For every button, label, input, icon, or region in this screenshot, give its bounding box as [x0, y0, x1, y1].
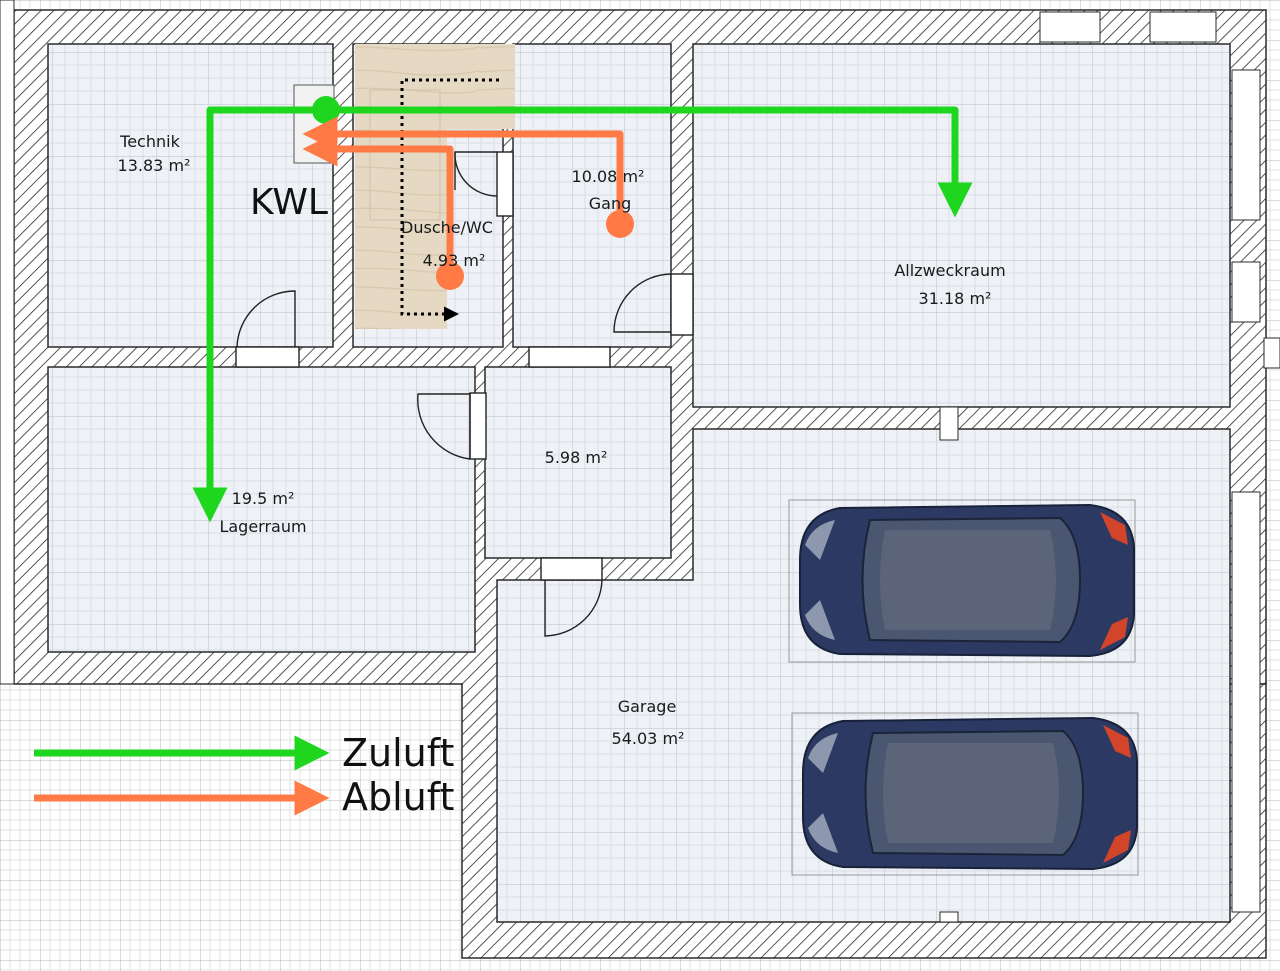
- technik-area: 13.83 m²: [118, 156, 191, 175]
- car-top-view-2: [791, 712, 1139, 876]
- lager-name: Lagerraum: [219, 517, 306, 536]
- legend: Zuluft Abluft: [34, 731, 454, 819]
- car-top-view: [788, 499, 1136, 663]
- exhaust-point-dusche: [436, 262, 464, 290]
- window-right: [1231, 69, 1261, 221]
- window-right-3: [1231, 491, 1261, 913]
- stair: [355, 44, 515, 329]
- doors: [235, 151, 694, 637]
- gang-area: 10.08 m²: [572, 167, 645, 186]
- supply-air-path: [192, 106, 973, 523]
- legend-exhaust-label: Abluft: [342, 775, 454, 819]
- wall-opening-top-2: [1149, 11, 1217, 43]
- door-technik: [235, 290, 300, 368]
- room-allzweck: [692, 43, 1231, 408]
- exhaust-point-gang: [606, 210, 634, 238]
- kwl-junction: [312, 96, 340, 124]
- garage-name: Garage: [618, 697, 677, 716]
- door-allzweck: [613, 273, 694, 336]
- allzweck-area: 31.18 m²: [919, 289, 992, 308]
- legend-supply-label: Zuluft: [342, 731, 454, 775]
- small-area: 5.98 m²: [545, 448, 608, 467]
- exhaust-air-path: [302, 116, 624, 276]
- notch-3: [1263, 337, 1280, 369]
- room-technik: [47, 43, 334, 348]
- dusche-name: Dusche/WC: [401, 218, 493, 237]
- room-labels: Technik 13.83 m² KWL Dusche/WC 4.93 m² 1…: [118, 132, 1006, 748]
- notch-2: [939, 911, 959, 923]
- left-wall-edge: [0, 0, 15, 685]
- room-lager: [47, 366, 476, 653]
- door-dusche: [454, 151, 514, 217]
- dusche-area: 4.93 m²: [423, 251, 486, 270]
- technik-name: Technik: [119, 132, 180, 151]
- garage-area: 54.03 m²: [612, 729, 685, 748]
- notch: [939, 406, 959, 441]
- kwl-label: KWL: [250, 182, 328, 223]
- room-gang: [512, 43, 672, 348]
- window-right-2: [1231, 261, 1261, 323]
- gang-name: Gang: [589, 194, 632, 213]
- door-garage: [540, 557, 603, 637]
- wall-opening-top: [1039, 11, 1101, 43]
- lager-area: 19.5 m²: [232, 489, 295, 508]
- door-small: [417, 392, 487, 460]
- door-gang: [528, 346, 611, 368]
- allzweck-name: Allzweckraum: [894, 261, 1005, 280]
